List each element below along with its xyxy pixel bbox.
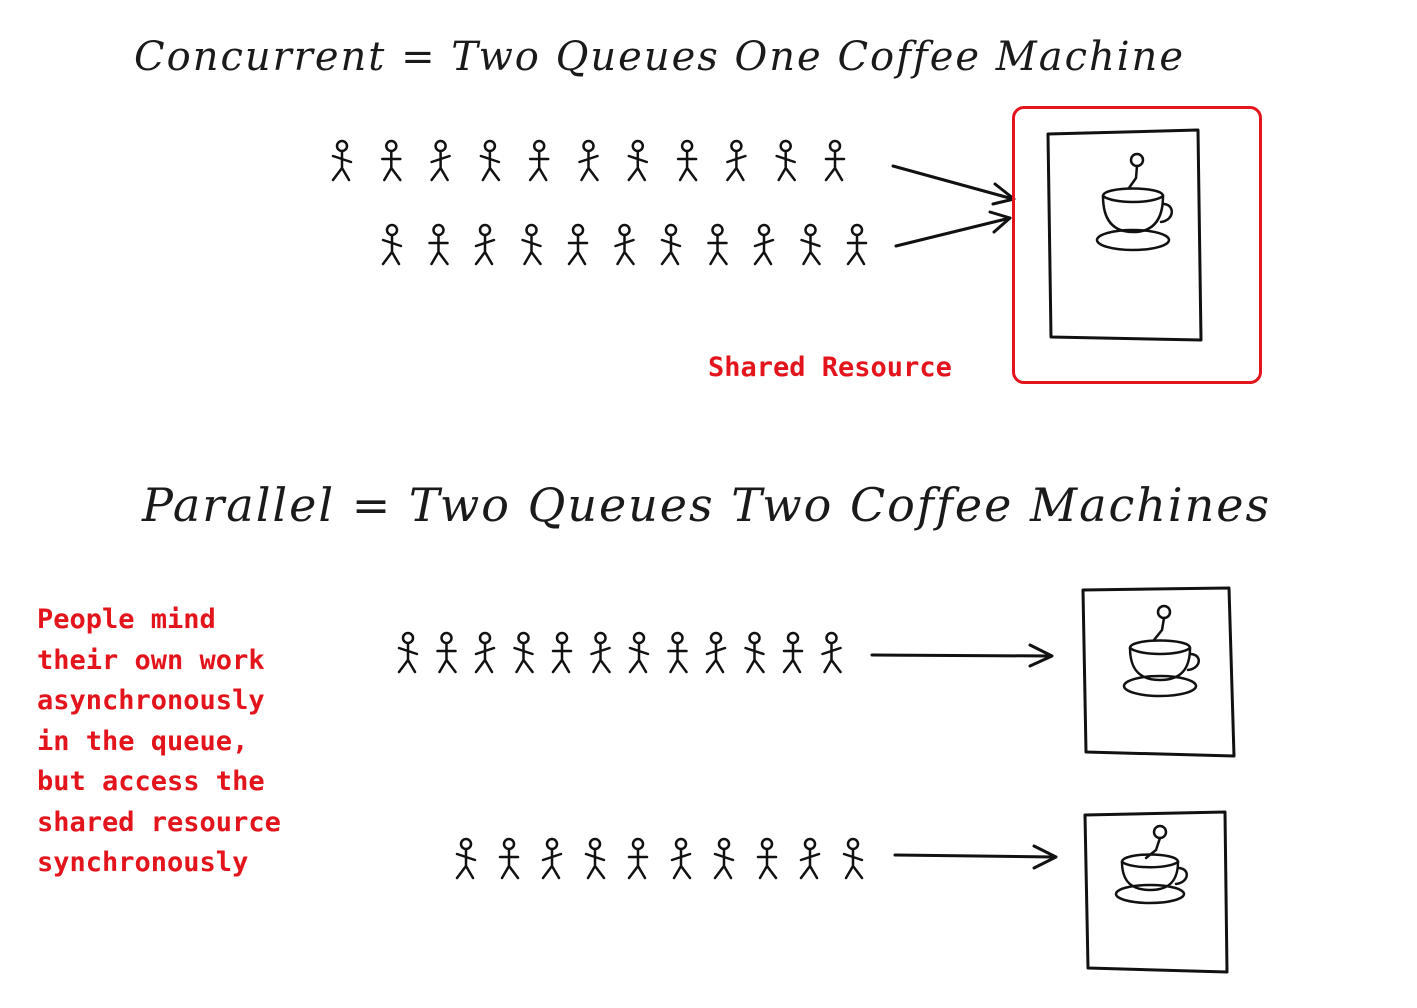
stick-figure-icon [397,631,419,674]
stick-figure-icon [381,139,402,182]
people-note-line: shared resource [37,806,281,838]
shared-resource-highlight [1012,106,1262,384]
coffee-cup-icon [1095,152,1173,252]
coffee-cup-icon [1114,824,1188,905]
stick-figure-icon [627,837,649,880]
arrow-icon [893,844,1058,870]
stick-figure-icon [381,223,403,266]
arrow-icon [891,164,1016,206]
concurrent-queue-2 [381,223,868,266]
stick-figure-icon [590,631,611,674]
stick-figure-icon [428,223,449,266]
stick-figure-icon [430,139,451,182]
stick-figure-icon [670,837,692,880]
people-note-line: their own work [37,644,265,676]
parallel-queue-1 [397,631,842,674]
stick-figure-icon [331,139,353,182]
stick-figure-icon [753,223,775,266]
stick-figure-icon [726,139,747,182]
stick-figure-icon [667,631,688,674]
shared-resource-label: Shared Resource [708,352,952,383]
stick-figure-icon [498,837,520,880]
stick-figure-icon [584,837,606,880]
arrow-icon [870,643,1054,668]
stick-figure-icon [744,631,765,674]
people-note-line: synchronously [37,847,249,878]
stick-figure-icon [436,631,457,674]
concurrent-title: Concurrent = Two Queues One Coffee Machi… [134,34,1185,80]
stick-figure-icon [842,837,864,880]
people-note-line: in the queue, [37,725,249,757]
stick-figure-icon [821,631,842,674]
stick-figure-icon [541,837,563,880]
stick-figure-icon [713,837,735,880]
stick-figure-icon [799,837,821,880]
stick-figure-icon [474,223,496,266]
stick-figure-icon [705,631,727,674]
people-note-line: but access the [37,766,265,797]
coffee-cup-icon [1122,604,1200,698]
stick-figure-icon [782,631,804,674]
stick-figure-icon [513,631,534,674]
stick-figure-icon [474,631,496,674]
arrow-icon [894,210,1012,248]
coffee-machine-1 [1081,586,1236,758]
stick-figure-icon [479,139,501,182]
stick-figure-icon [846,223,868,266]
stick-figure-icon [800,223,821,266]
coffee-machine-2 [1083,810,1229,974]
stick-figure-icon [521,223,542,266]
stick-figure-icon [551,631,573,674]
stick-figure-icon [528,139,550,182]
stick-figure-icon [628,631,650,674]
concurrent-queue-1 [331,139,846,182]
stick-figure-icon [614,223,635,266]
stick-figure-icon [455,837,477,880]
stick-figure-icon [676,139,698,182]
people-note-line: People mind [37,604,216,635]
people-note-line: asynchronously [37,685,265,716]
stick-figure-icon [660,223,682,266]
shared-coffee-machine [1046,128,1203,342]
parallel-queue-2 [455,837,864,880]
stick-figure-icon [578,139,599,182]
parallel-title: Parallel = Two Queues Two Coffee Machine… [142,478,1272,532]
stick-figure-icon [627,139,649,182]
people-note: People mind their own work asynchronousl… [37,600,367,884]
stick-figure-icon [567,223,589,266]
stick-figure-icon [756,837,778,880]
stick-figure-icon [775,139,796,182]
stick-figure-icon [824,139,846,182]
stick-figure-icon [707,223,728,266]
